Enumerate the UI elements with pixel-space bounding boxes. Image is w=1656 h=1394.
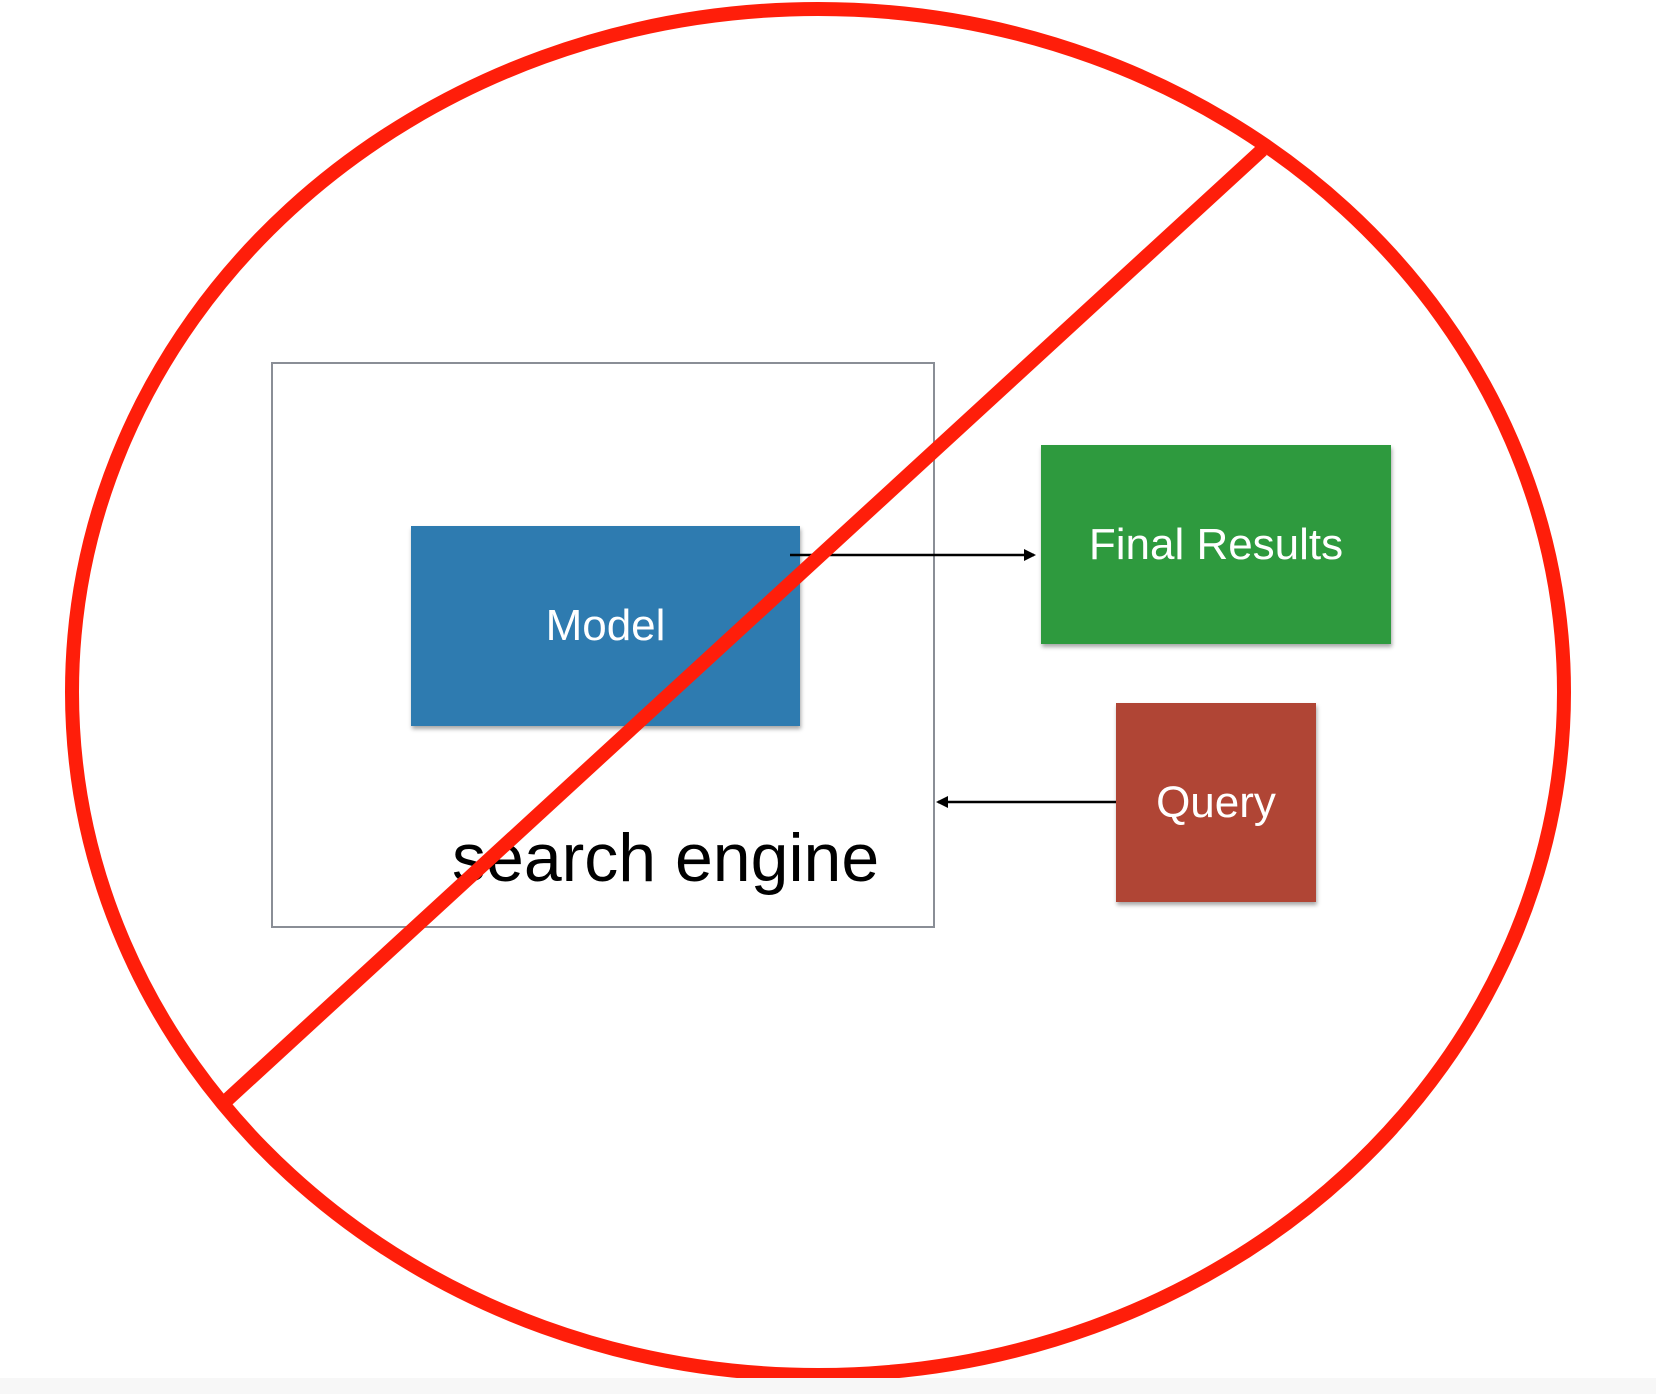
model-node: Model bbox=[411, 526, 800, 726]
final-results-label: Final Results bbox=[1088, 519, 1344, 569]
model-label: Model bbox=[545, 601, 666, 650]
query-label: Query bbox=[1156, 777, 1276, 827]
query-node: Query bbox=[1116, 703, 1316, 902]
final-results-node: Final Results bbox=[1041, 445, 1391, 644]
bottom-strip bbox=[0, 1378, 1656, 1394]
search-engine-label: search engine bbox=[452, 820, 880, 896]
